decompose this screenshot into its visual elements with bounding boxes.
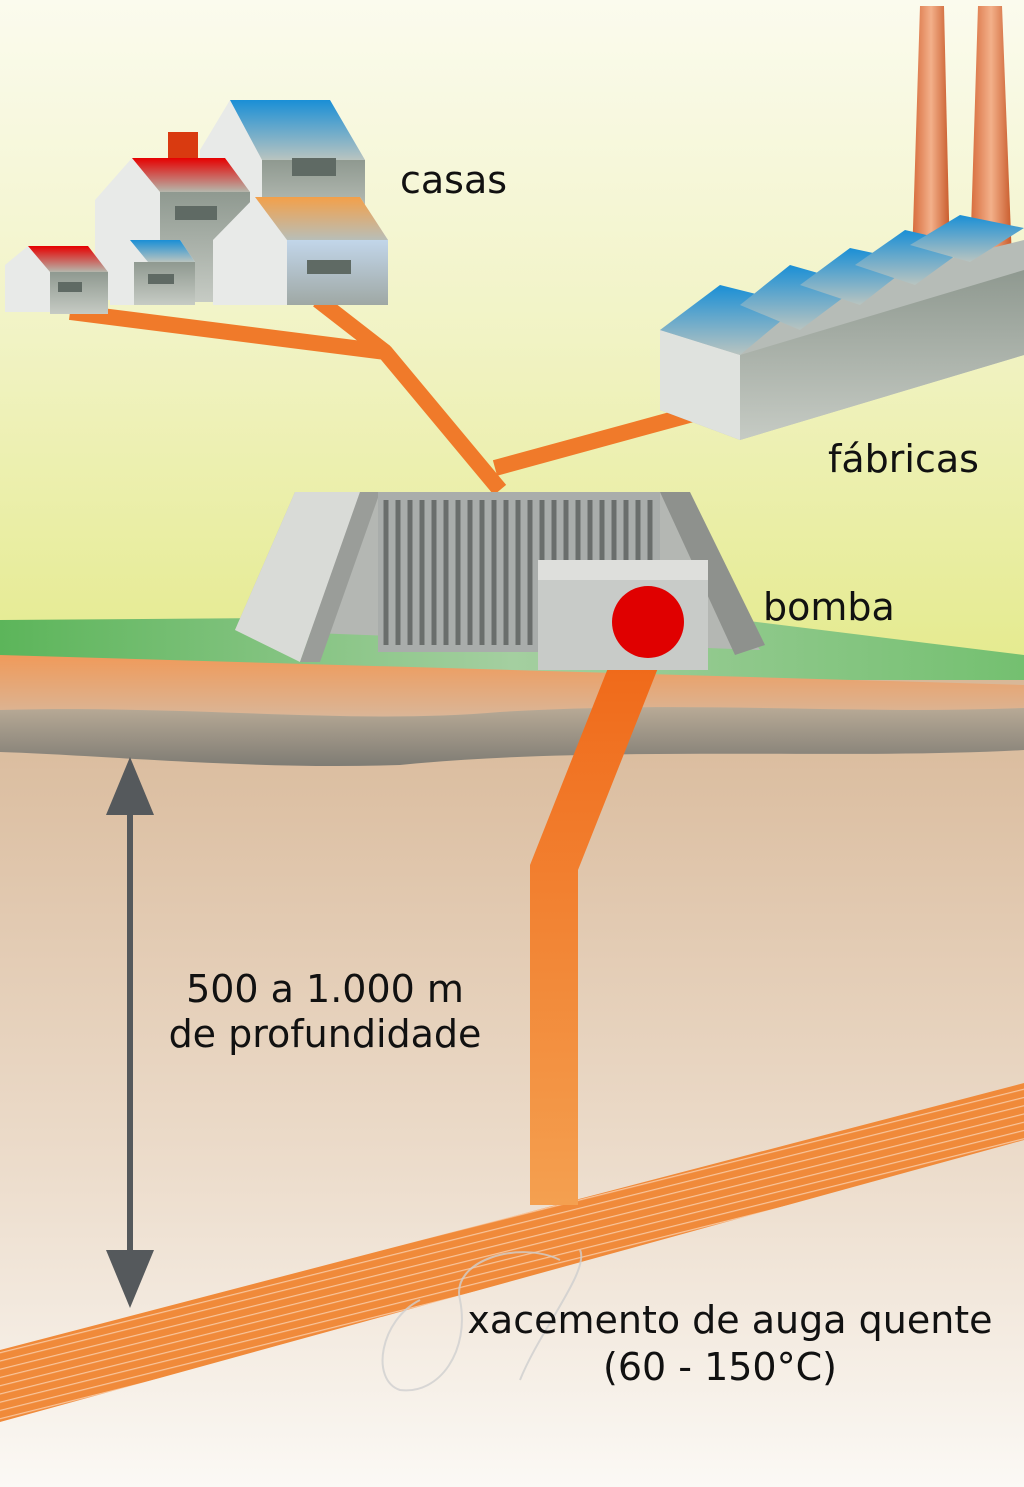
- well-pipe: [530, 668, 658, 1205]
- rock-layer-gray: [0, 707, 1024, 767]
- label-reservoir-line1: xacemento de auga quente: [467, 1298, 992, 1342]
- label-pump: bomba: [763, 585, 895, 629]
- label-reservoir-line2: (60 - 150°C): [603, 1345, 837, 1389]
- label-depth-line1: 500 a 1.000 m: [186, 967, 464, 1011]
- pump-station: [235, 492, 765, 670]
- depth-arrow: [106, 757, 154, 1308]
- label-factories: fábricas: [828, 437, 979, 481]
- factory: [660, 215, 1024, 440]
- soil-layer-orange: [0, 655, 1024, 720]
- watermark-signature: [381, 1249, 583, 1392]
- label-depth-line2: de profundidade: [169, 1012, 482, 1056]
- label-houses: casas: [400, 158, 507, 202]
- distribution-pipes: [68, 293, 703, 496]
- houses: [5, 100, 388, 314]
- factory-chimneys: [912, 6, 1012, 260]
- pump-dot-icon: [612, 586, 684, 658]
